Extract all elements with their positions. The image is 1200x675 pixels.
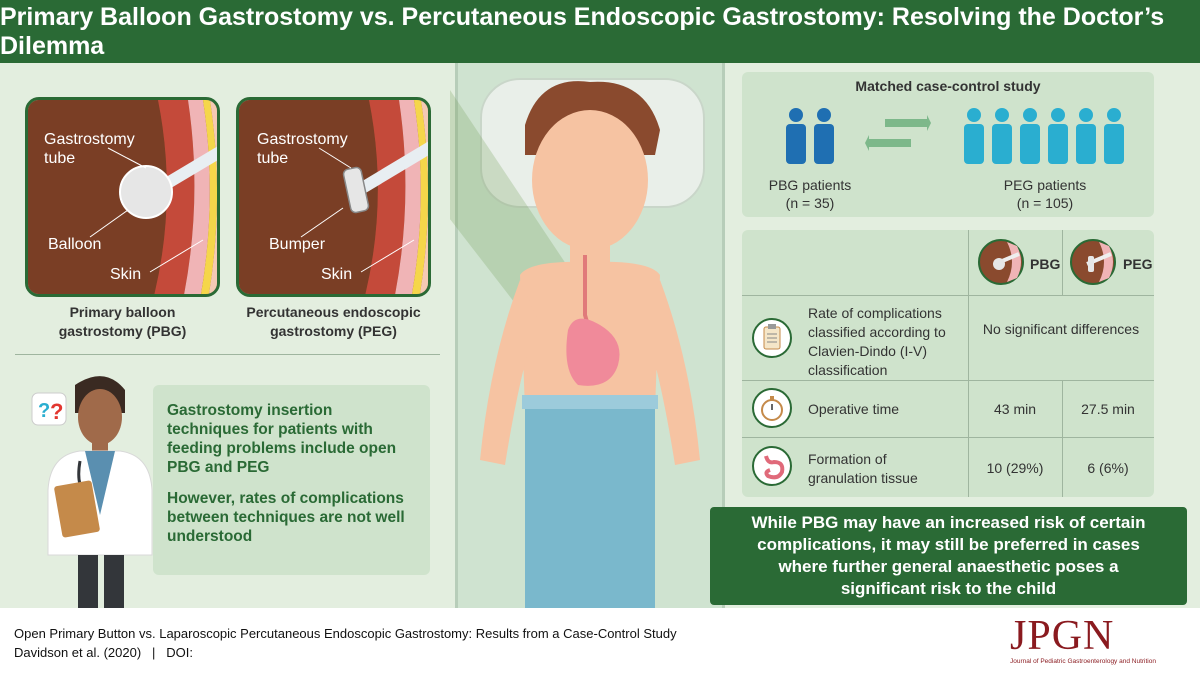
caption-line: Primary balloon [69, 304, 176, 320]
pbg-value: 10 (29%) [986, 460, 1044, 476]
group-name: PEG patients [1003, 177, 1087, 193]
page-title: Primary Balloon Gastrostomy vs. Percutan… [0, 0, 1200, 63]
stopwatch-icon [752, 388, 792, 428]
peg-column-header: PEG [1123, 256, 1153, 272]
clipboard-icon [752, 318, 792, 358]
pbg-illustration [28, 100, 217, 294]
peg-diagram: Gastrostomy tube Bumper Skin [236, 97, 431, 297]
table-divider [742, 437, 1154, 438]
child-illustration [450, 81, 700, 610]
jpgn-logo: JPGN [1010, 613, 1115, 659]
row-label: Operative time [808, 401, 900, 417]
caption-line: gastrostomy (PEG) [270, 323, 397, 339]
pbg-thumb-icon [978, 239, 1024, 285]
bumper-label: Bumper [269, 236, 326, 253]
group-count: (n = 35) [785, 195, 835, 211]
study-title: Matched case-control study [855, 78, 1041, 94]
pbg-diagram: Gastrostomy tube Balloon Skin [25, 97, 220, 297]
peg-people-icon [964, 108, 1124, 164]
divider [15, 354, 440, 355]
row-value-merged: No significant differences [982, 321, 1140, 337]
caption-line: Percutaneous endoscopic [246, 304, 421, 320]
peg-thumb-icon [1070, 239, 1116, 285]
bed-edge [722, 63, 725, 608]
jpgn-logo-subtitle: Journal of Pediatric Gastroenterology an… [1010, 658, 1156, 665]
group-count: (n = 105) [1016, 195, 1074, 211]
peg-illustration [239, 100, 428, 294]
pbg-group-label: PBG patients (n = 35) [755, 176, 865, 212]
svg-text:?: ? [38, 400, 50, 422]
citation-title: Open Primary Button vs. Laparoscopic Per… [14, 626, 677, 641]
table-divider [1062, 230, 1063, 295]
citation-authors: Davidson et al. (2020) | DOI: [14, 645, 193, 660]
table-divider [742, 380, 1154, 381]
tube-label: Gastrostomy tube [44, 131, 135, 167]
pbg-caption: Primary balloon gastrostomy (PBG) [25, 303, 220, 341]
table-divider [742, 295, 1154, 296]
peg-value: 6 (6%) [1087, 460, 1129, 476]
stomach-icon [752, 446, 792, 486]
info-paragraph: Gastrostomy insertion techniques for pat… [167, 402, 397, 476]
row-label: Rate of complications classified accordi… [808, 305, 946, 378]
doctor-illustration: ? ? [31, 376, 153, 610]
pbg-column-header: PBG [1030, 256, 1061, 272]
bed-edge [455, 63, 458, 608]
tube-label: Gastrostomy tube [257, 131, 348, 167]
skin-label: Skin [321, 266, 353, 283]
swap-arrows-icon [865, 115, 931, 151]
skin-label: Skin [110, 266, 142, 283]
group-name: PBG patients [768, 177, 852, 193]
svg-text:?: ? [50, 399, 63, 424]
row-label: Formation of granulation tissue [808, 451, 918, 486]
footer [0, 608, 1200, 675]
caption-line: gastrostomy (PBG) [58, 323, 187, 339]
pbg-value: 43 min [993, 401, 1037, 417]
conclusion-box: While PBG may have an increased risk of … [710, 507, 1187, 605]
pbg-people-icon [786, 108, 834, 164]
table-divider [1062, 380, 1063, 497]
peg-caption: Percutaneous endoscopic gastrostomy (PEG… [236, 303, 431, 341]
table-divider [968, 230, 969, 497]
peg-value: 27.5 min [1081, 401, 1135, 417]
peg-group-label: PEG patients (n = 105) [990, 176, 1100, 212]
info-paragraph: However, rates of complications between … [167, 490, 405, 545]
info-box: Gastrostomy insertion techniques for pat… [153, 385, 430, 575]
balloon-label: Balloon [48, 236, 102, 253]
